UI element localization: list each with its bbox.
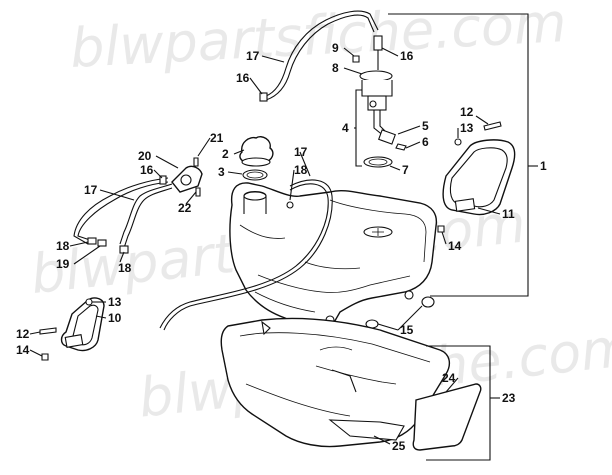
tank-strap-right [442,139,516,216]
pump-clamp [395,143,407,151]
callout-10: 10 [108,311,122,325]
callout-16-topleft: 16 [236,71,250,85]
callout-9: 9 [332,41,339,55]
callout-labels: 1 2 3 4 5 6 7 8 9 10 11 12 12 13 13 14 1… [16,41,547,453]
callout-3: 3 [218,165,225,179]
callout-17-mid: 17 [294,145,308,159]
fuel-line-left-inner [123,187,173,249]
shutoff-valve [171,157,203,197]
callout-14-left: 14 [16,343,30,357]
cap-gasket [242,169,268,181]
fuel-tank [229,182,438,332]
fuel-line-left-long [73,177,169,245]
callout-16-top: 16 [400,49,414,63]
callout-7: 7 [402,163,409,177]
callout-16-left: 16 [140,163,154,177]
fuel-cap [239,136,274,167]
grommets [365,296,435,329]
callout-17-left: 17 [84,183,98,197]
pump-gasket [363,156,393,168]
fuel-line-left-long-inner [77,181,169,241]
callout-24: 24 [442,371,456,385]
callout-6: 6 [422,135,429,149]
fuel-pump-assembly [359,35,396,145]
watermark-top: blwpartsfiche.com [68,0,567,80]
vent-line [163,179,333,331]
washer-13-left [85,298,93,306]
tank-strap-left [60,297,105,352]
callout-23: 23 [502,391,516,405]
bracket-4 [355,89,362,167]
callout-12-left: 12 [16,327,30,341]
side-panel [412,383,482,451]
callout-14-right: 14 [448,239,462,253]
washer-13-right [454,138,462,146]
lower-shield [220,317,451,448]
line-fittings [87,175,167,254]
fuel-line-top [265,10,379,97]
callout-21: 21 [210,131,224,145]
nut-14-right [437,225,445,233]
leader-lines [29,13,538,461]
callout-18-mid: 18 [294,163,308,177]
callout-15: 15 [400,323,414,337]
screw-12-left [39,327,57,335]
callout-25: 25 [392,439,406,453]
callout-5: 5 [422,119,429,133]
callout-12-right: 12 [460,105,474,119]
fuel-line-top-inner [265,14,375,101]
fuel-line-left [119,183,173,245]
callout-8: 8 [332,61,339,75]
callout-1: 1 [540,159,547,173]
callout-17-top: 17 [246,49,260,63]
pump-screw [352,55,360,63]
callout-2: 2 [222,147,229,161]
callout-11: 11 [502,207,515,221]
nut-14-left [41,353,49,361]
callout-18-lower: 18 [118,261,132,275]
hose-clamp-top [259,92,268,102]
screw-12-right [483,121,502,131]
callout-13-left: 13 [108,295,122,309]
callout-20: 20 [138,149,152,163]
callout-4: 4 [342,121,349,135]
callout-19: 19 [56,257,70,271]
callout-22: 22 [178,201,192,215]
callout-13-right: 13 [460,121,474,135]
callout-18-left: 18 [56,239,70,253]
vent-line-inner [159,183,329,329]
